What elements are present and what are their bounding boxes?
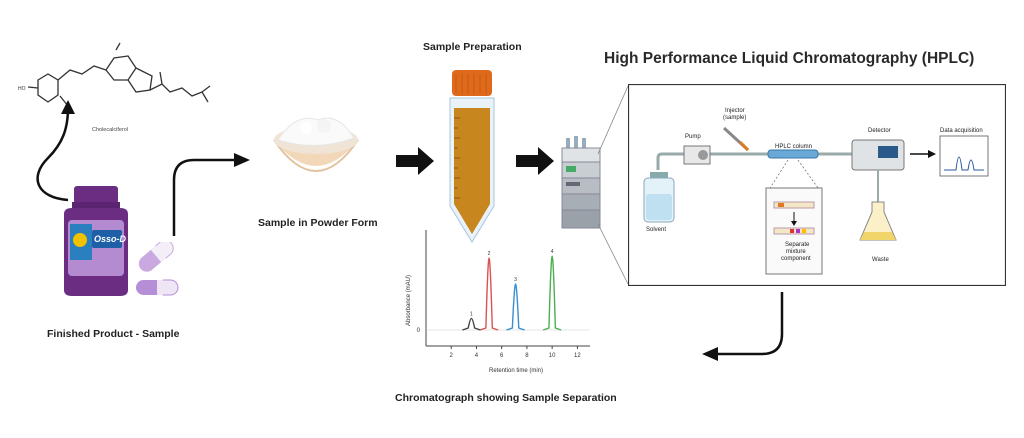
pump-label: Pump <box>685 134 701 140</box>
x-tick-label: 12 <box>574 353 581 359</box>
powder-form-label: Sample in Powder Form <box>258 217 378 229</box>
arrow-to-structure <box>36 100 75 202</box>
cholecalciferol-structure: HO <box>18 42 211 107</box>
chromatogram: 0 Absorbance (mAU) Retention time (min) … <box>406 230 590 374</box>
sample-prep-label: Sample Preparation <box>423 41 522 53</box>
supplement-bottle <box>64 186 128 296</box>
peak-label: 2 <box>488 251 491 257</box>
x-tick-label: 2 <box>450 353 454 359</box>
peak-4 <box>542 255 562 331</box>
injector-sample-label: (sample) <box>723 115 747 121</box>
peak-label: 4 <box>551 249 554 255</box>
arrow-to-instrument <box>516 147 554 175</box>
data-acquisition-label: Data acquisition <box>940 128 983 134</box>
injector-label: Injector <box>725 108 745 114</box>
compound-name: Cholecalciferol <box>92 127 129 133</box>
hplc-instrument <box>561 136 601 229</box>
capsule-icons <box>136 242 179 296</box>
x-tick-label: 6 <box>500 353 504 359</box>
peak-1 <box>462 317 481 331</box>
peak-2 <box>479 257 499 331</box>
bottle-brand: Osso-D <box>94 234 127 244</box>
arrow-to-tube <box>396 147 434 175</box>
finished-product-label: Finished Product - Sample <box>47 328 180 340</box>
powder-bowl <box>273 117 359 172</box>
detector-label: Detector <box>868 128 891 134</box>
peak-3 <box>506 283 525 331</box>
chromatogram-ylabel: Absorbance (mAU) <box>406 275 412 326</box>
solvent-label: Solvent <box>646 227 667 233</box>
separate-label-1: Separate <box>785 242 810 248</box>
waste-label: Waste <box>872 257 889 263</box>
hplc-schematic-panel <box>628 84 1006 286</box>
zoom-lines <box>597 85 629 285</box>
chromatograph-caption: Chromatograph showing Sample Separation <box>395 392 617 404</box>
svg-text:HO: HO <box>18 86 26 92</box>
chromatogram-xlabel: Retention time (min) <box>489 368 543 374</box>
centrifuge-tube <box>449 70 495 243</box>
separate-label-3: component <box>781 256 811 262</box>
x-tick-label: 8 <box>525 353 529 359</box>
peak-label: 1 <box>470 311 473 317</box>
chromatogram-y-tick: 0 <box>417 328 421 334</box>
arrow-to-powder <box>172 153 250 236</box>
x-tick-label: 4 <box>475 353 479 359</box>
x-tick-label: 10 <box>549 353 556 359</box>
column-label: HPLC column <box>775 144 813 150</box>
peak-label: 3 <box>514 277 517 283</box>
separate-label-2: mixture <box>786 249 806 255</box>
return-arrow <box>702 292 784 361</box>
hplc-title: High Performance Liquid Chromatography (… <box>604 50 975 67</box>
